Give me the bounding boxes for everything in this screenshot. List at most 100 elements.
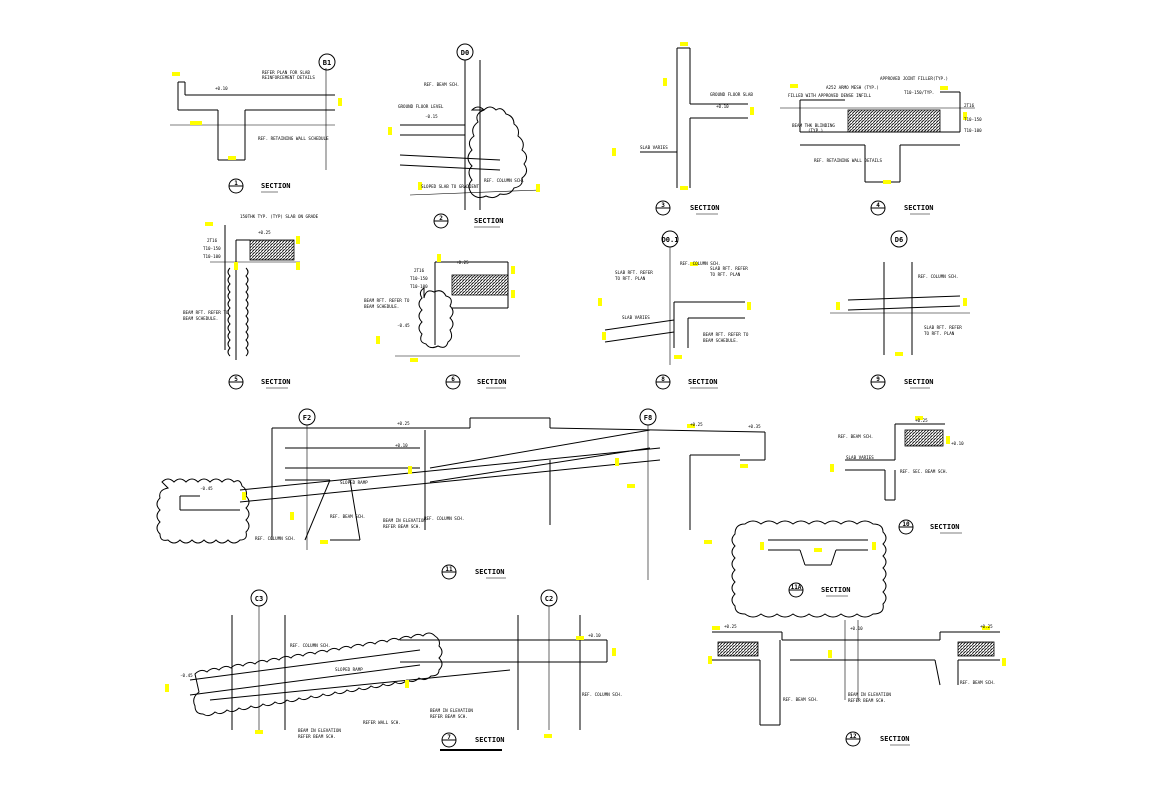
section-title-4: SECTION: [904, 204, 934, 212]
level-label: -0.45: [397, 323, 410, 328]
note-slab-rft: SLAB RFT. REFER: [615, 270, 653, 275]
note-bar: T10-150: [410, 276, 428, 281]
grid-tag-b1: [318, 53, 336, 71]
note-joint-filler: APPROVED JOINT FILLER(TYP.): [880, 76, 948, 81]
section-title-5: SECTION: [261, 378, 291, 386]
section-number-1: 1: [234, 180, 238, 187]
note-mesh: A252 ARMO MESH (TYP.): [826, 85, 879, 90]
grid-tag-c3-label: C3: [255, 595, 263, 603]
section-number-9: 9: [876, 376, 880, 383]
level-label: +0.25: [397, 421, 410, 426]
note-slab-rft: SLAB RFT. REFER: [710, 266, 748, 271]
note-to-rft-plan: TO RFT. PLAN: [924, 331, 955, 336]
note-slab-rft: SLAB RFT. REFER: [924, 325, 962, 330]
level-label: -0.15: [425, 114, 438, 119]
note-ramp: SLOPED RAMP: [335, 667, 363, 672]
note-slab-varies: SLAB VARIES: [622, 315, 650, 320]
note-slab-varies: SLAB VARIES: [640, 145, 668, 150]
note-refer-wall: REFER WALL SCH.: [363, 720, 401, 725]
level-label: +0.25: [258, 230, 271, 235]
section-title-2: SECTION: [474, 217, 504, 225]
note-beam-elevation: BEAM IN ELEVATION: [298, 728, 341, 733]
note-ref-beam: REF. BEAM SCH.: [838, 434, 873, 439]
level-label: +0.10: [215, 86, 228, 91]
note-sloped-slab: SLOPED SLAB TO GRADIENT: [421, 184, 479, 189]
note-ground-floor-slab: GROUND FLOOR SLAB: [710, 92, 753, 97]
note-beam-rft: BEAM RFT. REFER TO: [183, 310, 229, 315]
note-slab-varies: SLAB VARIES: [846, 455, 874, 460]
detail-8: D0.1 REF. COLUMN SCH. SLAB RFT. REFER TO…: [598, 230, 751, 390]
note-bar: 2T16: [207, 238, 218, 243]
note-ref-column: REF. COLUMN SCH.: [255, 536, 295, 541]
note-typ: (TYP.): [808, 128, 823, 133]
level-label: +0.10: [951, 441, 964, 446]
level-label: +0.25: [456, 260, 469, 265]
section-title-12: SECTION: [880, 735, 910, 743]
grid-tag-d0-1-label: D0.1: [662, 236, 679, 244]
note-refer-beam-sch: REFER BEAM SCH.: [430, 714, 468, 719]
note-ref-column: REF. COLUMN SCH.: [680, 261, 720, 266]
note-beam-elevation: BEAM IN ELEVATION: [430, 708, 473, 713]
note-bed-on-grade: 150THK TYP. (TYP) SLAB ON GRADE: [240, 214, 319, 219]
detail-3: GROUND FLOOR SLAB +0.10 SLAB VARIES 3 SE…: [612, 42, 754, 216]
note-bar: T10-100: [964, 128, 982, 133]
section-number-11: 11: [445, 566, 453, 573]
note-ground-floor-level: GROUND FLOOR LEVEL: [398, 104, 444, 109]
note-bar: 2T16: [414, 268, 425, 273]
level-label: +0.10: [850, 626, 863, 631]
section-number-12: 12: [849, 733, 857, 740]
note-ref-beam: REF. BEAM SCH.: [960, 680, 995, 685]
detail-5: 150THK TYP. (TYP) SLAB ON GRADE +0.25 2T…: [183, 214, 319, 390]
section-number-8: 8: [661, 376, 665, 383]
note-filled: FILLED WITH APPROVED DENSE INFILL: [788, 93, 872, 98]
note-beam-thk: BEAM THK BLINDING: [792, 123, 835, 128]
note-ramp: SLOPED RAMP: [340, 480, 368, 485]
note-ref-column: REF. COLUMN SCH.: [290, 643, 330, 648]
section-title-11a: SECTION: [821, 586, 851, 594]
level-label: +0.25: [724, 624, 737, 629]
section-title-3: SECTION: [690, 204, 720, 212]
note-retaining-wall: REF. RETAINING WALL SCHEDULE: [258, 136, 329, 141]
grid-tag-d6: [890, 230, 908, 248]
grid-tag-c2-label: C2: [545, 595, 553, 603]
note-refer-plan: REFER PLAN FOR SLAB: [262, 70, 310, 75]
section-number-10: 10: [902, 521, 910, 528]
level-label: +0.10: [588, 633, 601, 638]
section-number-2: 2: [439, 215, 443, 222]
note-refer-beam-sch: REFER BEAM SCH.: [848, 698, 886, 703]
level-label: -0.45: [200, 486, 213, 491]
note-to-rft-plan: TO RFT. PLAN: [615, 276, 646, 281]
note-ref-sec-beam: REF. SEC. BEAM SCH.: [900, 469, 948, 474]
detail-9: D6 REF. COLUMN SCH. SLAB RFT. REFER TO R…: [830, 230, 970, 390]
level-label: +0.25: [915, 418, 928, 423]
grid-tag-b1-label: B1: [323, 59, 331, 67]
note-to-rft-plan: TO RFT. PLAN: [710, 272, 741, 277]
note-beam-elevation: BEAM IN ELEVATION: [383, 518, 426, 523]
note-beam-schedule: BEAM SCHEDULE.: [364, 304, 399, 309]
section-number-6: 6: [451, 376, 455, 383]
detail-12: +0.25 +0.10 +0.25 REF. BEAM SCH. BEAM IN…: [708, 620, 1006, 747]
note-bar-typ: T10-150/TYP.: [904, 90, 934, 95]
detail-7: C3 C2 -0.45 REF. COLUMN SCH. SLOPED RAMP…: [165, 589, 622, 751]
level-label: +0.25: [690, 422, 703, 427]
note-ref-beam: REF. BEAM SCH.: [424, 82, 459, 87]
note-beam-rft: BEAM RFT. REFER TO: [703, 332, 749, 337]
note-bar: T10-100: [410, 284, 428, 289]
detail-4: APPROVED JOINT FILLER(TYP.) A252 ARMO ME…: [780, 76, 982, 216]
detail-11a: 11A SECTION: [731, 520, 887, 618]
section-number-3: 3: [661, 202, 665, 209]
note-beam-rft: BEAM RFT. REFER TO: [364, 298, 410, 303]
note-beam-schedule: BEAM SCHEDULE.: [703, 338, 738, 343]
note-ref-column: REF. COLUMN SCH.: [918, 274, 958, 279]
level-label: +0.35: [748, 424, 761, 429]
note-ref-column: REF. COLUMN SCH.: [424, 516, 464, 521]
note-bar: T10-100: [203, 254, 221, 259]
grid-tag-f8-label: F8: [644, 414, 652, 422]
note-ref-column: REF. COLUMN SCH.: [582, 692, 622, 697]
section-title-8: SECTION: [688, 378, 718, 386]
detail-2: D0 REF. BEAM SCH. GROUND FLOOR LEVEL -0.…: [388, 43, 541, 229]
level-label: +0.25: [980, 624, 993, 629]
note-bar: T10-150: [964, 117, 982, 122]
